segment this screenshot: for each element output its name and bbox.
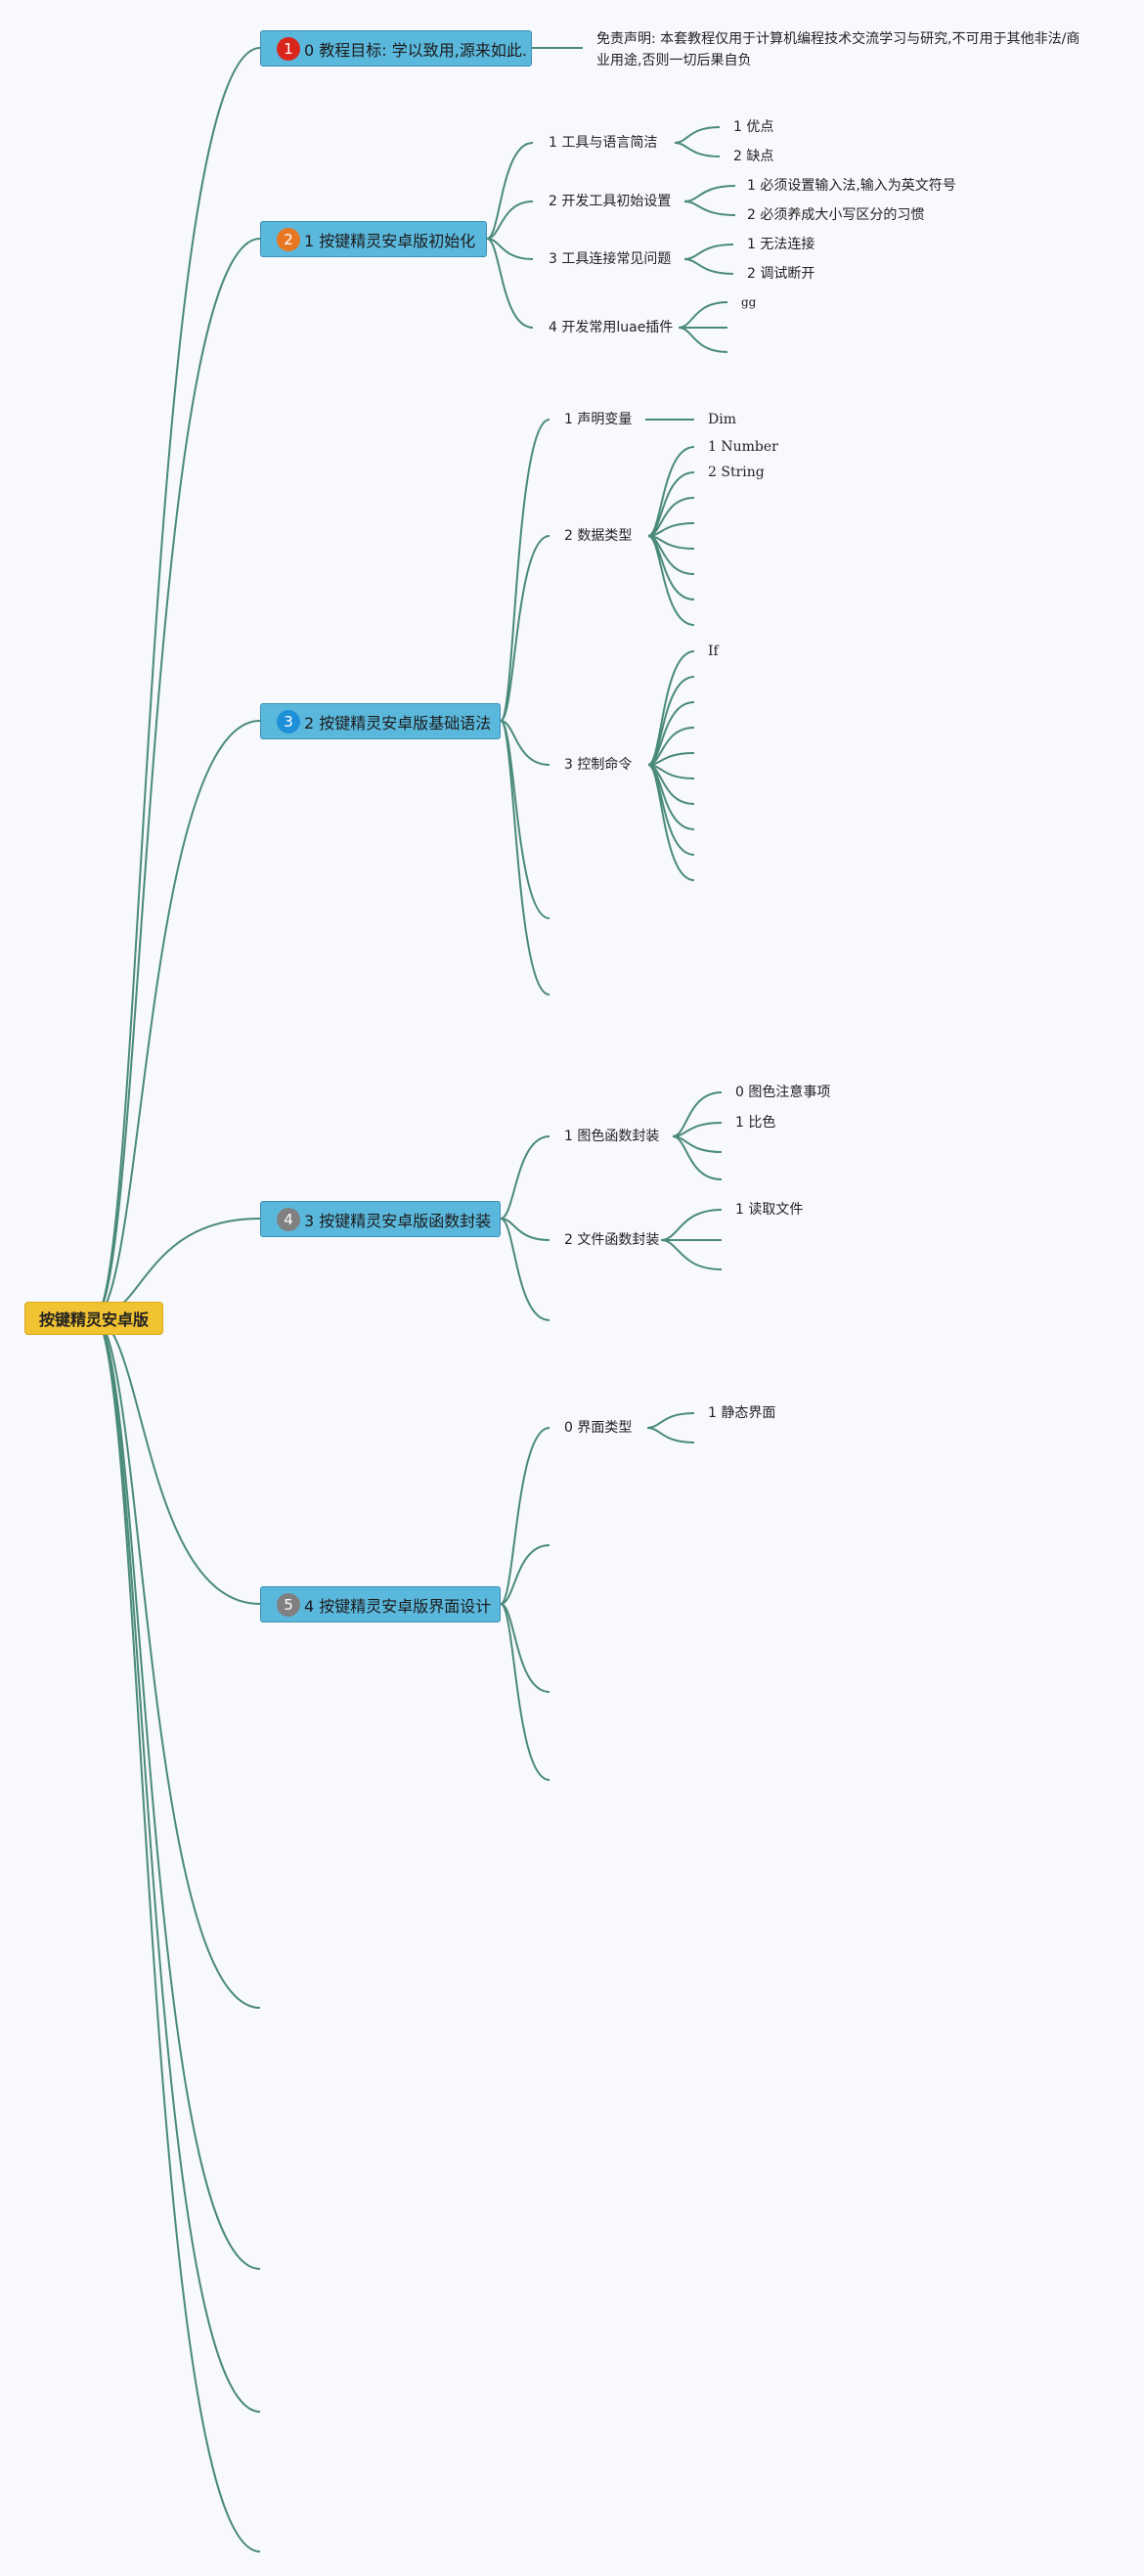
leaf-cannot-connect[interactable]: 1 无法连接 — [747, 237, 815, 252]
connector-line — [672, 1122, 723, 1137]
priority-3-icon: 3 — [277, 709, 300, 733]
leaf-string[interactable]: 2 String — [708, 465, 765, 480]
connector-line — [672, 1135, 723, 1153]
leaf-gg[interactable]: gg — [741, 295, 757, 309]
subtopic-luae-plugins[interactable]: 4 开发常用luae插件 — [549, 320, 674, 335]
connector-line — [500, 720, 550, 996]
connector-line — [660, 1209, 723, 1241]
leaf-if[interactable]: If — [708, 644, 719, 659]
connector-line — [683, 244, 734, 260]
subtopic-ui-types[interactable]: 0 界面类型 — [564, 1420, 633, 1436]
topic-label: 4 按键精灵安卓版界面设计 — [304, 1596, 492, 1616]
topic-tutorial-goal[interactable]: 1 0 教程目标: 学以致用,源来如此. — [260, 30, 532, 67]
topic-label: 2 按键精灵安卓版基础语法 — [304, 713, 492, 733]
connector-line — [647, 650, 695, 766]
subtopic-tool-intro[interactable]: 1 工具与语言简洁 — [549, 135, 658, 151]
connector-line — [500, 1544, 550, 1605]
connector-line — [646, 1427, 695, 1443]
connector-line — [500, 1218, 550, 1321]
connector-line — [500, 535, 550, 722]
leaf-debug-disconnect[interactable]: 2 调试断开 — [747, 266, 815, 282]
leaf-read-file[interactable]: 1 读取文件 — [735, 1202, 804, 1218]
connector-line — [672, 1091, 723, 1137]
connector-line — [660, 1239, 723, 1270]
connector-line — [93, 1316, 261, 2553]
leaf-compare-color[interactable]: 1 比色 — [735, 1115, 776, 1131]
connector-line — [93, 1316, 261, 2413]
connector-line — [683, 185, 736, 202]
topic-function-wrapping[interactable]: 4 3 按键精灵安卓版函数封装 — [260, 1201, 501, 1237]
topic-initialization[interactable]: 2 1 按键精灵安卓版初始化 — [260, 221, 487, 257]
leaf-disadvantages[interactable]: 2 缺点 — [733, 149, 774, 164]
priority-1-icon: 1 — [277, 36, 300, 61]
connector-line — [93, 1316, 261, 2009]
subtopic-image-color-functions[interactable]: 1 图色函数封装 — [564, 1129, 660, 1144]
connector-line — [500, 1218, 550, 1241]
leaf-color-notes[interactable]: 0 图色注意事项 — [735, 1085, 831, 1100]
subtopic-control-commands[interactable]: 3 控制命令 — [564, 757, 633, 773]
connector-line — [486, 238, 534, 260]
leaf-case-sensitivity[interactable]: 2 必须养成大小写区分的习惯 — [747, 207, 925, 223]
leaf-advantages[interactable]: 1 优点 — [733, 119, 774, 135]
subtopic-declare-variable[interactable]: 1 声明变量 — [564, 412, 633, 427]
leaf-number[interactable]: 1 Number — [708, 439, 778, 455]
leaf-static-ui[interactable]: 1 静态界面 — [708, 1405, 776, 1421]
connector-line — [500, 1427, 550, 1605]
topic-basic-syntax[interactable]: 3 2 按键精灵安卓版基础语法 — [260, 703, 501, 739]
connector-line — [486, 142, 534, 240]
connector-line — [93, 47, 261, 1318]
subtopic-file-functions[interactable]: 2 文件函数封装 — [564, 1232, 660, 1248]
leaf-dim[interactable]: Dim — [708, 412, 736, 427]
connector-line — [500, 419, 550, 722]
connector-line — [486, 200, 534, 240]
subtopic-data-types[interactable]: 2 数据类型 — [564, 528, 633, 544]
connector-line — [647, 535, 695, 626]
connector-line — [678, 301, 728, 329]
connector-line — [683, 258, 734, 275]
connector-line — [500, 1135, 550, 1220]
connector-line — [93, 238, 261, 1318]
leaf-input-method[interactable]: 1 必须设置输入法,输入为英文符号 — [747, 178, 956, 194]
connector-line — [672, 1135, 723, 1180]
connector-line — [500, 720, 550, 766]
priority-5-icon: 5 — [277, 1592, 300, 1617]
root-topic[interactable]: 按键精灵安卓版 — [24, 1302, 163, 1335]
subtopic-dev-tool-setup[interactable]: 2 开发工具初始设置 — [549, 194, 672, 209]
topic-label: 0 教程目标: 学以致用,源来如此. — [304, 40, 527, 60]
connector-line — [678, 327, 728, 353]
topic-ui-design[interactable]: 5 4 按键精灵安卓版界面设计 — [260, 1586, 501, 1622]
priority-4-icon: 4 — [277, 1207, 300, 1231]
connector-line — [683, 200, 736, 216]
connector-line — [646, 1412, 695, 1429]
topic-label: 3 按键精灵安卓版函数封装 — [304, 1211, 492, 1230]
connector-line — [500, 1603, 550, 1693]
connector-line — [93, 720, 261, 1318]
subtopic-connection-issues[interactable]: 3 工具连接常见问题 — [549, 251, 672, 267]
connector-line — [500, 1603, 550, 1781]
connector-line — [674, 142, 721, 157]
connector-line — [93, 1316, 261, 2270]
connector-line — [93, 1316, 261, 1605]
priority-2-icon: 2 — [277, 227, 300, 251]
connector-line — [674, 126, 721, 144]
disclaimer-note[interactable]: 免责声明: 本套教程仅用于计算机编程技术交流学习与研究,不可用于其他非法/商业用… — [596, 31, 1080, 68]
topic-label: 1 按键精灵安卓版初始化 — [304, 231, 476, 250]
connector-line — [486, 238, 534, 329]
connector-line — [647, 764, 695, 881]
